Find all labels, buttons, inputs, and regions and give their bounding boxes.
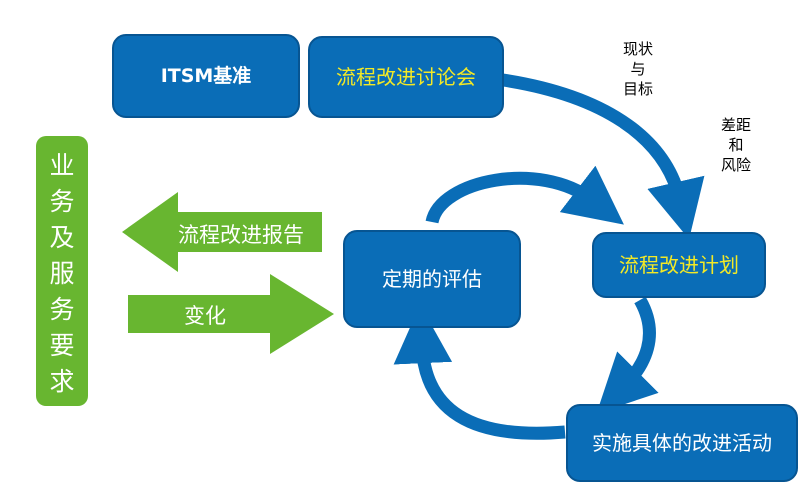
periodic-review-box: 定期的评估	[343, 230, 521, 328]
change-arrow	[128, 274, 334, 354]
business-requirements-label: 业务及服务要求	[49, 151, 75, 396]
improvement-plan-box: 流程改进计划	[592, 232, 766, 298]
itsm-benchmark-box: ITSM基准	[112, 34, 300, 118]
arrow-activities-to-review	[393, 304, 566, 440]
arrow-discussion-to-plan	[502, 73, 705, 240]
arrow-review-to-plan	[425, 165, 624, 225]
improvement-discussion-label: 流程改进讨论会	[336, 65, 476, 89]
report-arrow	[122, 192, 322, 272]
report-arrow-label: 流程改进报告	[178, 223, 304, 247]
improvement-activities-label: 实施具体的改进活动	[592, 431, 772, 455]
periodic-review-label: 定期的评估	[382, 267, 482, 291]
improvement-discussion-box: 流程改进讨论会	[308, 36, 504, 118]
business-requirements-bar: 业务及服务要求	[36, 136, 88, 406]
gap-and-risk-note: 差距 和 风险	[720, 116, 751, 174]
improvement-plan-label: 流程改进计划	[619, 253, 739, 277]
change-arrow-label: 变化	[184, 304, 226, 328]
current-vs-target-note: 现状 与 目标	[622, 40, 653, 98]
improvement-activities-box: 实施具体的改进活动	[566, 404, 798, 482]
arrow-plan-to-activities	[596, 296, 659, 414]
itsm-benchmark-label: ITSM基准	[160, 64, 252, 87]
